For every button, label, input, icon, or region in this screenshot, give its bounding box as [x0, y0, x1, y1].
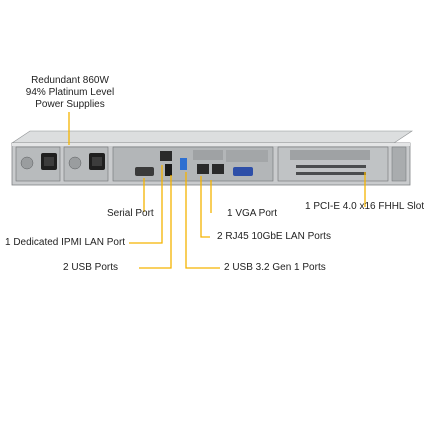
- serial-port-label: Serial Port: [107, 208, 154, 219]
- serial-port: [135, 167, 154, 176]
- rj45-port-1: [197, 164, 209, 174]
- power-supply-1: [15, 146, 61, 182]
- vga-port: [233, 167, 253, 176]
- ipmi-port: [160, 151, 172, 161]
- leader-ipmi: [129, 165, 163, 244]
- power-label-line-1: Redundant 860W: [31, 75, 109, 86]
- usb32-port-pair: [180, 158, 187, 170]
- usb-ports-label: 2 USB Ports: [63, 262, 119, 273]
- rj45-port-2: [212, 164, 224, 174]
- leader-usb2: [139, 175, 172, 269]
- power-label-line-3: Power Supplies: [35, 99, 105, 110]
- leader-usb32: [185, 172, 220, 269]
- usb32-ports-label: 2 USB 3.2 Gen 1 Ports: [224, 262, 326, 273]
- usb-port-pair: [165, 164, 172, 176]
- vga-port-label: 1 VGA Port: [227, 208, 278, 219]
- pcie-slot-area: [277, 146, 407, 182]
- io-panel: [112, 146, 274, 182]
- rj45-lan-ports-label: 2 RJ45 10GbE LAN Ports: [217, 231, 331, 242]
- ipmi-lan-port-label: 1 Dedicated IPMI LAN Port: [5, 237, 126, 248]
- power-label-line-2: 94% Platinum Level: [25, 87, 115, 98]
- power-supply-2: [63, 146, 109, 182]
- pcie-slot-label: 1 PCI-E 4.0 x16 FHHL Slot: [305, 201, 424, 212]
- leader-rj45: [200, 176, 210, 238]
- power-supplies-label: Redundant 860W 94% Platinum Level Power …: [18, 75, 122, 111]
